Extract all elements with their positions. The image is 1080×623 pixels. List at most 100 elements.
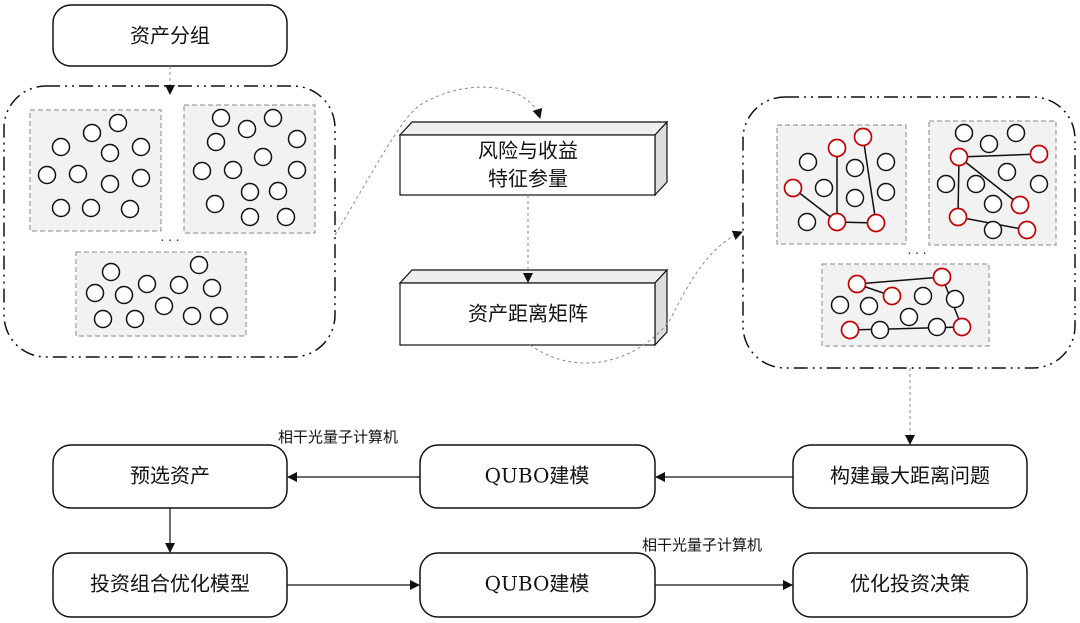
selected-asset-node: [1017, 220, 1037, 240]
asset-node: [240, 207, 260, 227]
asset-node: [205, 194, 225, 214]
svg-text:预选资产: 预选资产: [130, 464, 210, 488]
asset-node: [966, 174, 986, 194]
asset-node: [263, 108, 283, 128]
asset-node: [936, 174, 956, 194]
ellipsis-right: · · ·: [907, 247, 926, 261]
asset-node: [845, 188, 865, 208]
asset-node: [68, 164, 88, 184]
selected-asset-node: [952, 317, 972, 337]
asset-node: [82, 123, 102, 143]
asset-node: [192, 161, 212, 181]
asset-node: [954, 123, 974, 143]
asset-node: [100, 174, 120, 194]
asset-node: [797, 212, 817, 232]
asset-node: [979, 134, 999, 154]
asset-node: [997, 162, 1017, 182]
asset-node: [120, 199, 140, 219]
asset-node: [182, 306, 202, 326]
risk-return-features-node: 风险与收益 特征参量: [398, 120, 669, 197]
asset-node: [276, 207, 296, 227]
selected-asset-node: [1029, 144, 1049, 164]
asset-node: [287, 129, 307, 149]
asset-node: [108, 113, 128, 133]
qubo-modeling-node-1: QUBO建模: [419, 444, 656, 509]
qubo-modeling-node-2: QUBO建模: [419, 552, 656, 618]
portfolio-optimization-model-node: 投资组合优化模型: [52, 552, 288, 618]
asset-node: [37, 165, 57, 185]
selected-asset-node: [1010, 195, 1030, 215]
asset-node: [93, 309, 113, 329]
asset-node: [240, 182, 260, 202]
asset-node: [253, 147, 273, 167]
asset-node: [913, 286, 933, 306]
asset-node: [114, 285, 134, 305]
asset-node: [125, 309, 145, 329]
selected-asset-node: [847, 274, 867, 294]
asset-node: [209, 306, 229, 326]
selected-asset-node: [949, 147, 969, 167]
asset-node: [983, 220, 1003, 240]
asset-node: [859, 296, 879, 316]
asset-node: [798, 152, 818, 172]
asset-node: [223, 160, 243, 180]
selected-asset-node: [840, 320, 860, 340]
asset-node: [206, 132, 226, 152]
asset-node: [814, 178, 834, 198]
asset-node: [137, 274, 157, 294]
asset-node: [927, 317, 947, 337]
asset-node: [189, 255, 209, 275]
asset-node: [945, 289, 965, 309]
svg-text:特征参量: 特征参量: [488, 167, 568, 191]
svg-text:优化投资决策: 优化投资决策: [850, 572, 970, 596]
asset-node: [211, 108, 231, 128]
asset-node: [845, 158, 865, 178]
svg-text:QUBO建模: QUBO建模: [485, 464, 590, 488]
asset-node: [131, 137, 151, 157]
asset-node: [101, 262, 121, 282]
selected-asset-node: [948, 207, 968, 227]
svg-text:资产距离矩阵: 资产距离矩阵: [468, 302, 588, 326]
max-distance-edge: [958, 156, 1021, 206]
asset-distance-matrix-node: 资产距离矩阵: [398, 268, 669, 347]
build-max-distance-problem-node: 构建最大距离问题: [792, 444, 1028, 509]
asset-node: [154, 296, 174, 316]
asset-node: [131, 168, 151, 188]
svg-text:投资组合优化模型: 投资组合优化模型: [90, 572, 250, 596]
asset-node: [870, 320, 890, 340]
asset-node: [100, 143, 120, 163]
selected-assets-cluster: [742, 96, 1076, 369]
asset-node: [237, 119, 257, 139]
coherent-optical-qc-label-2: 相干光量子计算机: [642, 536, 762, 554]
asset-grouping-node: 资产分组: [52, 4, 288, 67]
ellipsis-left: · · ·: [160, 234, 179, 248]
selected-asset-node: [827, 138, 847, 158]
preselect-assets-node: 预选资产: [52, 444, 288, 509]
solid-arrows: [165, 472, 793, 590]
coherent-optical-qc-label-1: 相干光量子计算机: [278, 428, 398, 446]
svg-text:构建最大距离问题: 构建最大距离问题: [830, 464, 990, 488]
asset-node: [169, 275, 189, 295]
asset-node: [876, 152, 896, 172]
asset-node: [287, 160, 307, 180]
selected-asset-node: [827, 212, 847, 232]
asset-node: [830, 295, 850, 315]
selected-asset-node: [882, 286, 902, 306]
max-distance-edge: [862, 136, 877, 224]
asset-node: [85, 283, 105, 303]
selected-asset-node: [932, 267, 952, 287]
asset-node: [51, 198, 71, 218]
asset-node: [51, 137, 71, 157]
selected-asset-node: [783, 178, 803, 198]
asset-groups-cluster: [3, 85, 336, 358]
asset-node: [81, 198, 101, 218]
max-distance-edge: [957, 156, 960, 218]
asset-node: [1006, 123, 1026, 143]
asset-node: [1029, 174, 1049, 194]
svg-text:资产分组: 资产分组: [130, 24, 210, 48]
svg-text:风险与收益: 风险与收益: [478, 139, 578, 163]
asset-node: [983, 194, 1003, 214]
selected-asset-node: [866, 213, 886, 233]
selected-asset-node: [853, 127, 873, 147]
